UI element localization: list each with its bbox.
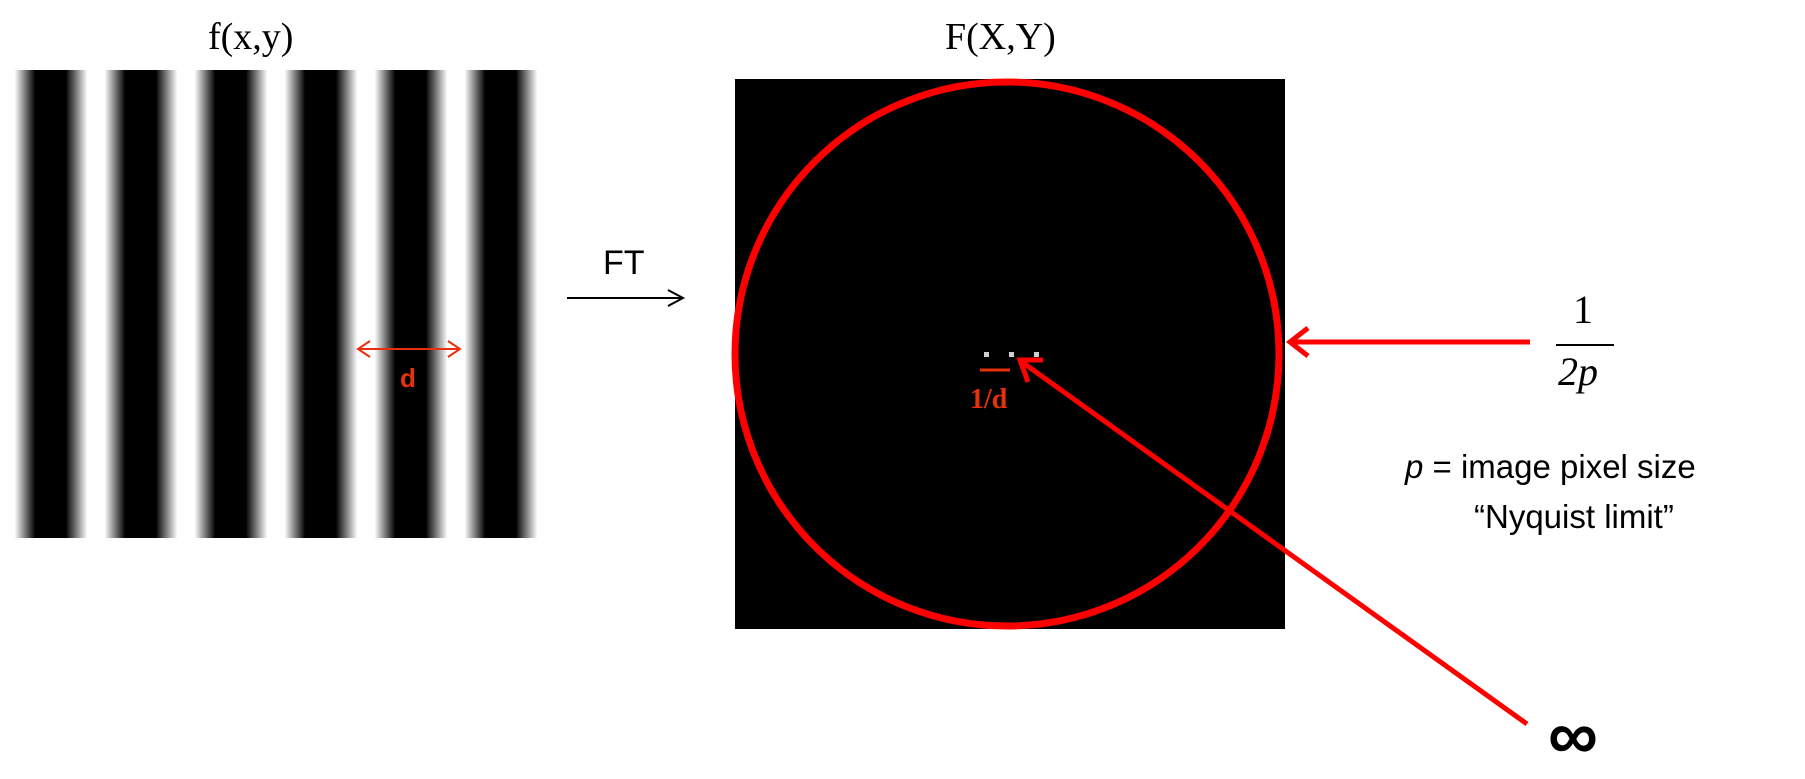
infinity-pointer-arrow <box>1016 357 1529 727</box>
frequency-spots <box>984 352 1039 357</box>
spot-spacing-label: 1/d <box>970 384 1008 415</box>
ft-arrow <box>567 289 686 307</box>
pixel-size-variable: p <box>1405 448 1424 485</box>
spatial-title: f(x,y) <box>208 16 294 58</box>
frequency-spot-left <box>984 352 989 357</box>
infinity-symbol: ∞ <box>1548 696 1598 774</box>
period-arrow <box>356 340 462 358</box>
nyquist-numerator: 1 <box>1573 287 1593 332</box>
nyquist-limit-label: “Nyquist limit” <box>1474 498 1674 535</box>
frequency-title: F(X,Y) <box>945 16 1056 58</box>
frequency-spot-right <box>1034 352 1039 357</box>
nyquist-denominator: 2p <box>1558 349 1598 394</box>
pixel-size-description: = image pixel size <box>1423 448 1696 485</box>
ft-label: FT <box>603 244 645 282</box>
frequency-spot-center <box>1009 352 1014 357</box>
spatial-stripe-image <box>10 70 550 538</box>
period-label: d <box>400 363 416 393</box>
pixel-size-definition: p = image pixel size <box>1405 450 1696 483</box>
nyquist-pointer-arrow <box>1285 326 1530 358</box>
nyquist-circle <box>731 78 1283 630</box>
